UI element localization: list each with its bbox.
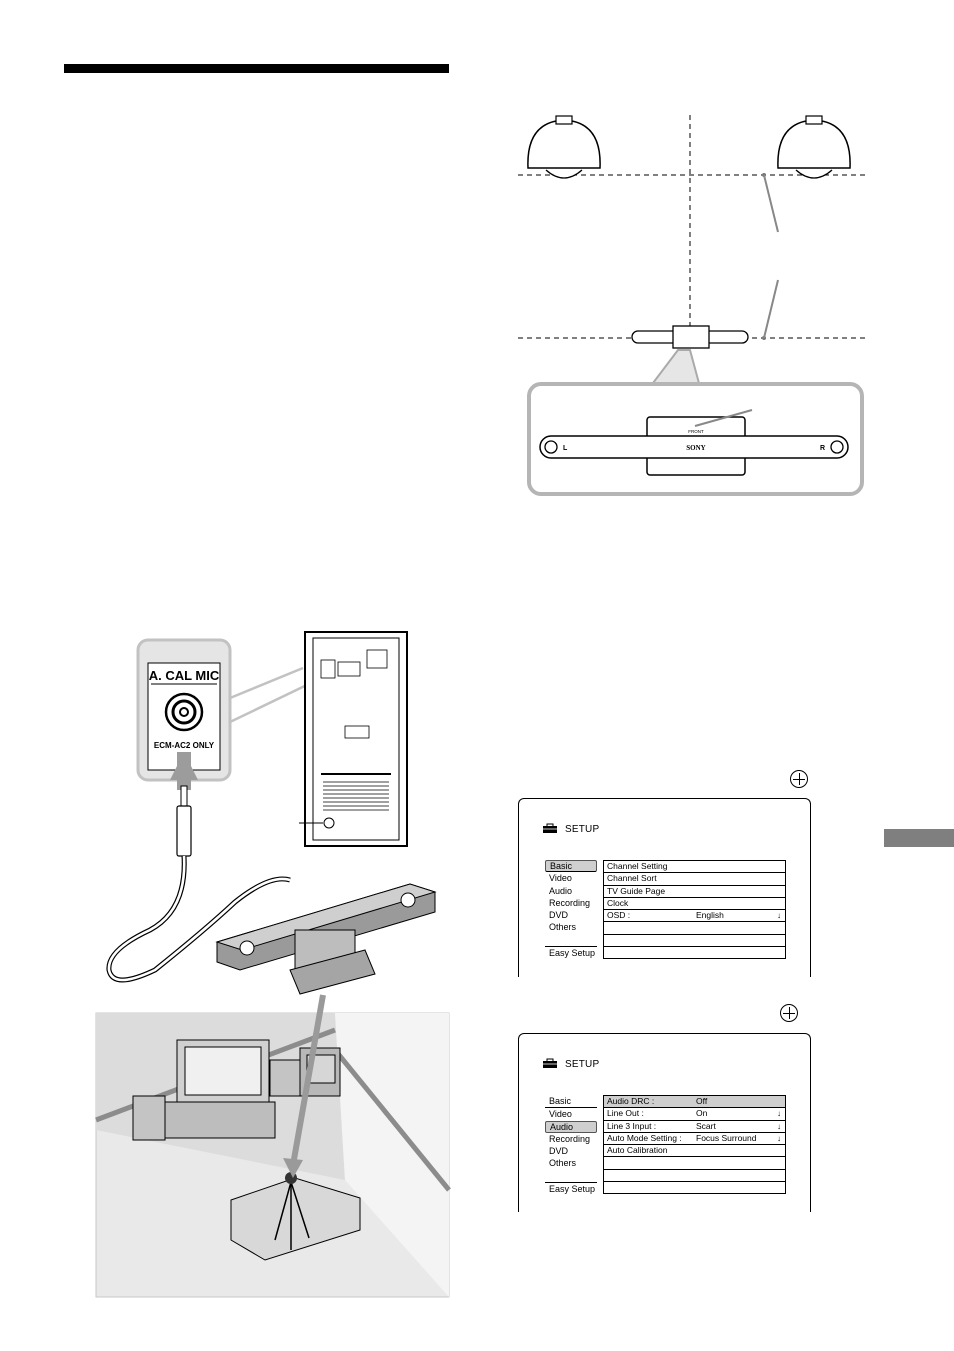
option-row[interactable]: Auto Calibration (604, 1145, 785, 1158)
option-value: Focus Surround (696, 1132, 757, 1143)
right-speaker-icon (777, 115, 851, 179)
menu-item-dvd[interactable]: DVD (549, 910, 569, 921)
arrow-down-icon: ↓ (777, 1121, 781, 1131)
right-mark-label: R (820, 445, 825, 452)
option-value: English (696, 910, 724, 921)
menu-item-others[interactable]: Others (549, 922, 577, 933)
setup-screen-audio: SETUP Basic Video Audio Recording DVD Ot… (518, 1033, 811, 1212)
menu-item-audio[interactable]: Audio (549, 885, 573, 896)
jog-control-icon (790, 770, 808, 788)
option-label: Auto Mode Setting : (607, 1132, 682, 1143)
setup-title: SETUP (565, 824, 600, 835)
brand-label: SONY (686, 444, 705, 452)
option-label: Auto Calibration (607, 1145, 668, 1156)
toolbox-icon (543, 1058, 557, 1068)
option-row[interactable]: TV Guide Page (604, 886, 785, 898)
option-row[interactable]: Audio DRC : Off (604, 1096, 785, 1109)
option-row (604, 1157, 785, 1170)
menu-item-recording[interactable]: Recording (549, 1133, 591, 1144)
setup-category-menu: Basic Video Audio Recording DVD Others E… (545, 1095, 597, 1195)
option-label: OSD : (607, 910, 631, 921)
menu-item-basic[interactable]: Basic (545, 1095, 597, 1109)
option-row[interactable]: OSD : English ↓ (604, 910, 785, 923)
option-row[interactable]: Channel Sort (604, 873, 785, 886)
jog-control-icon (780, 1004, 798, 1022)
arrow-down-icon: ↓ (777, 1109, 781, 1119)
option-value: Off (696, 1096, 708, 1106)
option-row[interactable]: Clock (604, 897, 785, 911)
mic-connection-diagram: A. CAL MIC ECM-AC2 ONLY (95, 631, 451, 1298)
setup-options-list: Audio DRC : Off Line Out : On ↓ Line 3 Inpu… (603, 1095, 786, 1195)
menu-item-recording[interactable]: Recording (549, 897, 591, 908)
option-label: Line 3 Input : (607, 1120, 657, 1131)
toolbox-icon (543, 823, 557, 833)
option-row[interactable]: Line Out : On ↓ (604, 1108, 785, 1121)
menu-spacer (545, 1170, 597, 1182)
option-row (604, 1170, 785, 1183)
menu-item-dvd[interactable]: DVD (549, 1146, 569, 1157)
setup-category-menu: Basic Video Audio Recording DVD Others E… (545, 860, 597, 959)
option-row[interactable]: Channel Setting (604, 861, 785, 874)
option-row (604, 1182, 785, 1193)
option-label: TV Guide Page (607, 885, 666, 896)
option-label: Channel Setting (607, 861, 668, 871)
option-row[interactable]: Line 3 Input : Scart ↓ (604, 1121, 785, 1133)
option-label: Channel Sort (607, 873, 657, 884)
option-label: Clock (607, 897, 629, 908)
left-mark-label: L (563, 445, 568, 452)
setup-title: SETUP (565, 1059, 600, 1070)
left-speaker-icon (527, 115, 601, 179)
option-row (604, 922, 785, 935)
option-value: On (696, 1108, 708, 1119)
menu-item-video[interactable]: Video (549, 873, 572, 884)
menu-item-easy-setup[interactable]: Easy Setup (545, 946, 597, 959)
option-row (604, 935, 785, 948)
setup-screen-basic: SETUP Basic Video Audio Recording DVD Ot… (518, 798, 811, 977)
option-value: Scart (696, 1120, 716, 1131)
menu-item-easy-setup[interactable]: Easy Setup (545, 1182, 597, 1195)
arrow-down-icon: ↓ (777, 911, 781, 921)
option-row (604, 947, 785, 958)
speaker-placement-diagram: L R FRONT SONY (518, 115, 865, 496)
menu-item-basic[interactable]: Basic (545, 860, 597, 873)
jack-label: A. CAL MIC (149, 668, 220, 683)
section-tab (884, 829, 954, 847)
option-row[interactable]: Auto Mode Setting : Focus Surround ↓ (604, 1132, 785, 1146)
option-label: Line Out : (607, 1108, 644, 1119)
menu-item-audio[interactable]: Audio (545, 1120, 597, 1133)
menu-item-others[interactable]: Others (549, 1158, 577, 1169)
menu-spacer (545, 934, 597, 946)
heading-rule (64, 64, 449, 73)
front-mark-label: FRONT (688, 429, 704, 434)
jack-sublabel: ECM-AC2 ONLY (154, 741, 215, 750)
setup-options-list: Channel Setting Channel Sort TV Guide Pa… (603, 860, 786, 960)
arrow-down-icon: ↓ (777, 1133, 781, 1143)
menu-item-video[interactable]: Video (549, 1109, 572, 1120)
option-label: Audio DRC : (607, 1096, 655, 1106)
